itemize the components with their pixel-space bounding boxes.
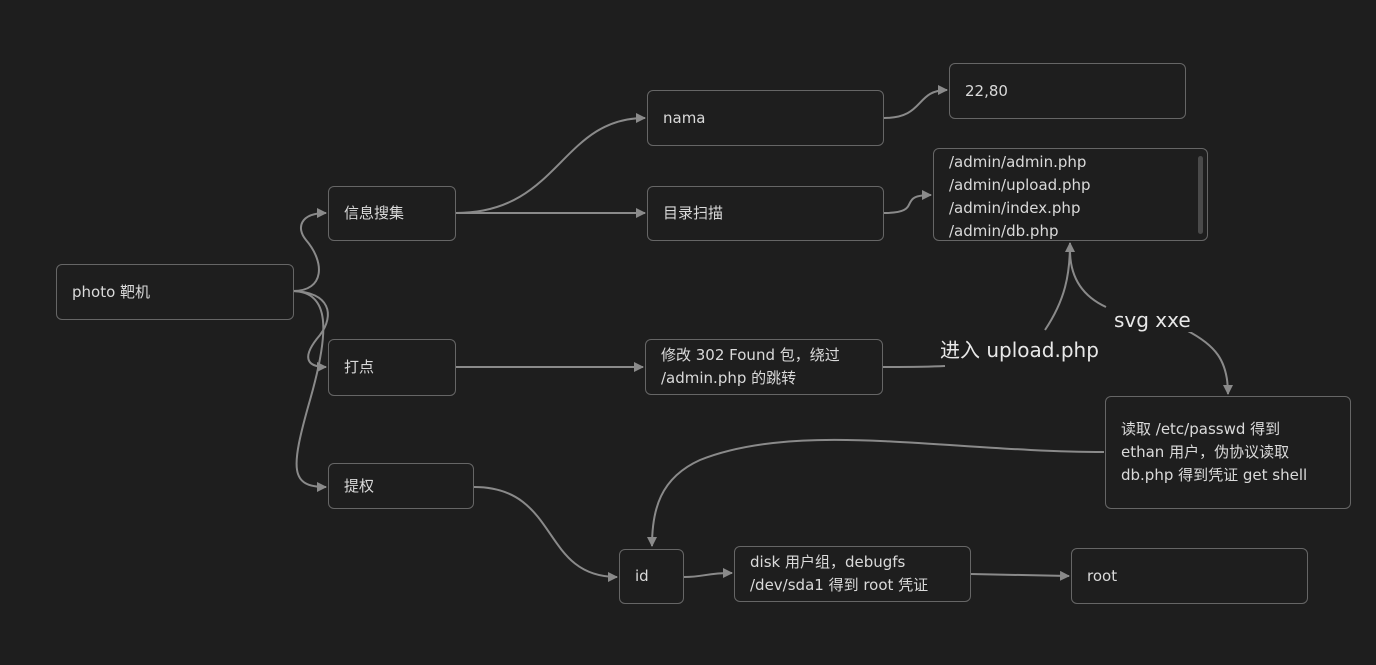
- node-text-line: root: [1087, 566, 1118, 585]
- edge-privesc-id: [473, 486, 618, 582]
- node-text-line: 修改 302 Found 包，绕过: [661, 346, 840, 364]
- edge-nmap-ports: [883, 85, 948, 119]
- node-text-line: id: [635, 567, 649, 585]
- node-read-passwd-get-shell[interactable]: 读取 /etc/passwd 得到 ethan 用户，伪协议读取 db.php 得到…: [1105, 396, 1351, 509]
- node-text-line: /admin/db.php: [949, 222, 1059, 240]
- node-text-line: photo 靶机: [72, 282, 151, 301]
- edge-disk-root: [970, 570, 1070, 581]
- node-privilege-escalation[interactable]: 提权: [328, 463, 474, 509]
- edge-readpasswd-id: [647, 438, 1105, 547]
- node-bypass-302-redirect[interactable]: 修改 302 Found 包，绕过/admin.php 的跳转: [645, 339, 883, 395]
- edge-root-privesc: [292, 290, 327, 492]
- node-text-line: 打点: [344, 358, 375, 376]
- node-text-line: /admin/upload.php: [949, 176, 1091, 194]
- edge-redirect-dirs: [882, 365, 946, 368]
- node-text-line: disk 用户组，debugfs: [750, 553, 906, 571]
- edge-label-enter-upload: 进入 upload.php: [940, 338, 1099, 362]
- node-nmap[interactable]: nama: [647, 90, 884, 146]
- node-text-line: db.php 得到凭证 get shell: [1121, 466, 1308, 484]
- node-text-line: 读取 /etc/passwd 得到: [1121, 420, 1281, 438]
- node-root[interactable]: root: [1071, 548, 1308, 604]
- edge-enter-upload: [1044, 242, 1075, 331]
- edge-svgxxe-up: [1069, 249, 1107, 308]
- node-text-line: /admin.php 的跳转: [661, 369, 797, 387]
- node-text-line: 提权: [344, 476, 375, 495]
- node-text-line: 22,80: [965, 81, 1008, 100]
- node-text-line: ethan 用户，伪协议读取: [1121, 443, 1290, 461]
- node-id[interactable]: id: [619, 549, 684, 604]
- node-scrollbar[interactable]: [1198, 156, 1203, 234]
- node-text-line: nama: [663, 108, 706, 127]
- node-text-line: /dev/sda1 得到 root 凭证: [750, 576, 929, 594]
- edge-info-nmap: [455, 113, 646, 214]
- node-open-ports[interactable]: 22,80: [949, 63, 1186, 119]
- node-text-line: /admin/index.php: [949, 199, 1081, 217]
- node-admin-directory-list[interactable]: /admin/admin.php/admin/upload.php/admin/…: [933, 148, 1208, 241]
- edge-root-info: [292, 208, 327, 292]
- node-text-line: 信息搜集: [344, 204, 405, 222]
- node-text-line: /admin/admin.php: [949, 153, 1087, 171]
- edge-id-disk: [683, 568, 733, 579]
- edge-root-foothold: [292, 290, 329, 372]
- edge-svgxxe-readpasswd: [1185, 329, 1233, 395]
- node-text-line: 目录扫描: [663, 204, 724, 222]
- node-info-gathering[interactable]: 信息搜集: [328, 186, 456, 241]
- node-photo-target[interactable]: photo 靶机: [56, 264, 294, 320]
- edge-label-svg-xxe: svg xxe: [1110, 308, 1195, 332]
- node-foothold[interactable]: 打点: [328, 339, 456, 396]
- node-directory-scan[interactable]: 目录扫描: [647, 186, 884, 241]
- node-disk-group-debugfs[interactable]: disk 用户组，debugfs/dev/sda1 得到 root 凭证: [734, 546, 971, 602]
- edge-dirscan-dirs: [883, 190, 932, 214]
